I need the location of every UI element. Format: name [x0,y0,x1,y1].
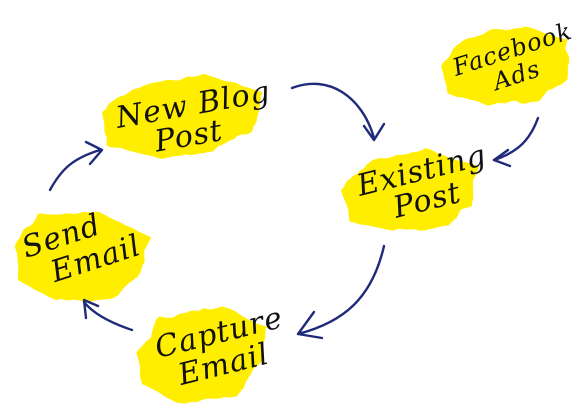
arrow-head [492,148,512,168]
arrow-send-to-new-blog [48,140,104,192]
highlight-send-email [14,212,150,302]
arrow-head [84,140,104,166]
arrow-line [296,244,386,336]
arrow-head [362,122,386,142]
highlight-blob [136,306,266,404]
arrow-line [48,148,102,192]
arrow-line [82,300,134,332]
highlight-capture-email [136,306,266,404]
highlight-blob [440,26,568,106]
arrow-new-blog-to-existing [290,82,386,142]
arrow-head [296,310,324,340]
arrow-line [290,82,376,140]
highlight-facebook-ads [440,26,568,106]
highlight-blob [102,74,262,158]
highlight-blob [340,150,478,232]
highlight-blob [14,212,150,302]
arrow-head [82,298,100,320]
highlight-new-blog-post [102,74,262,158]
arrow-facebook-to-existing [492,116,540,168]
arrow-line [492,116,540,162]
arrow-capture-to-send [82,298,134,332]
arrow-existing-to-capture [296,244,386,340]
highlight-existing-post [340,150,478,232]
